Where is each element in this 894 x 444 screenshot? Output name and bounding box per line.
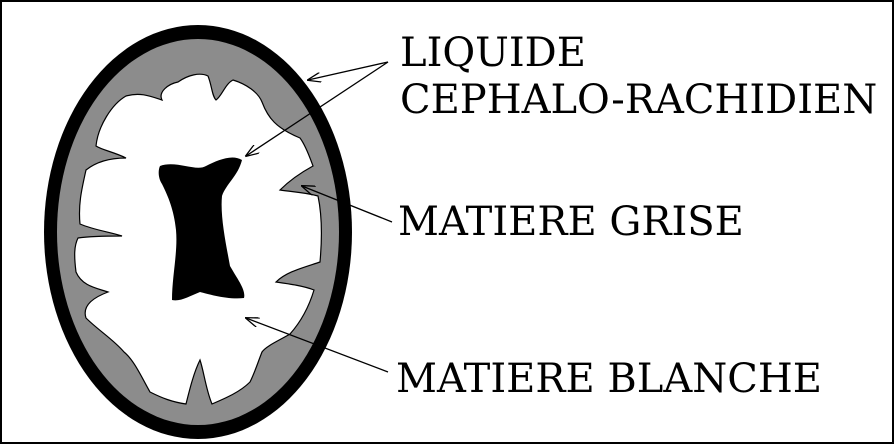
csf-label-line1: LIQUIDE <box>400 30 586 76</box>
csf-label-line2: CEPHALO-RACHIDIEN <box>400 77 877 123</box>
white-matter-label: MATIERE BLANCHE <box>396 356 822 402</box>
gray-matter-label: MATIERE GRISE <box>398 199 744 245</box>
csf-leader-line-upper <box>308 62 388 80</box>
